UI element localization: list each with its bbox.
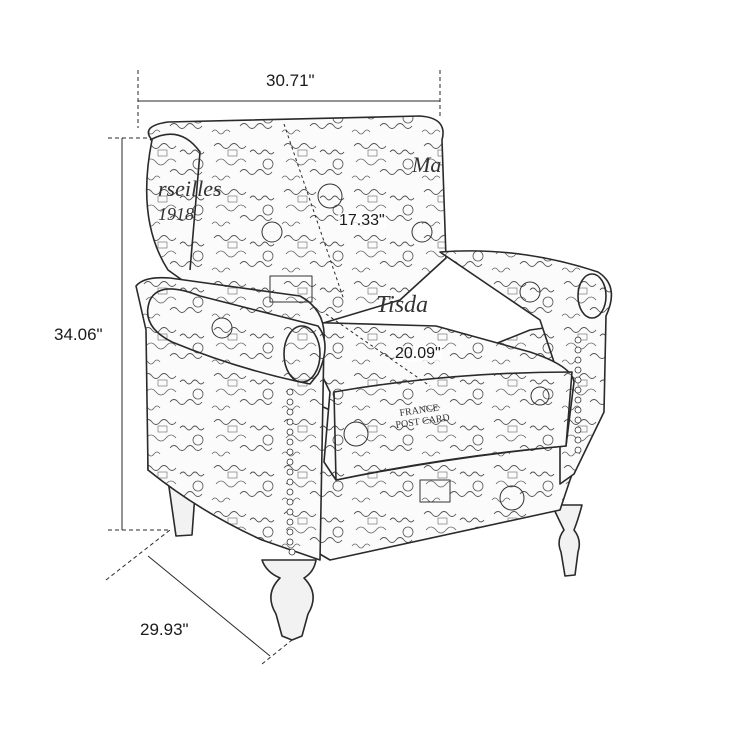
fabric-text-tisda: Tisda — [376, 292, 428, 318]
fabric-text-ma: Ma — [411, 152, 441, 177]
back-right-leg — [551, 504, 583, 577]
postmark-stamps — [211, 183, 550, 511]
back-height-dimension-line — [283, 123, 345, 301]
seat-depth-label: 20.09" — [394, 345, 442, 362]
fabric-text-1918: 1918 — [158, 204, 194, 224]
front-leg — [261, 559, 317, 641]
width-label: 30.71" — [266, 71, 315, 90]
back-height-label: 17.33" — [338, 212, 386, 229]
fabric-text-france: FRANCE — [399, 403, 440, 419]
armchair: rseilles 1918 Ma Tisda POST CARD FRANCE — [135, 115, 613, 641]
left-arm-roll — [146, 288, 326, 385]
backrest — [145, 115, 447, 331]
height-label: 34.06" — [54, 325, 103, 344]
cushion-front — [333, 371, 573, 481]
depth-tick-back — [105, 529, 171, 581]
depth-dimension-line — [147, 555, 271, 657]
right-arm-roll — [577, 273, 607, 319]
depth-label: 29.93" — [140, 620, 189, 639]
left-arm-roll-end — [283, 325, 321, 383]
backrest-roll — [149, 133, 201, 271]
fabric-text-marseilles: rseilles — [158, 176, 222, 201]
dimension-lines — [105, 70, 441, 665]
nailhead-trim — [286, 336, 582, 556]
depth-tick-front — [261, 639, 293, 665]
